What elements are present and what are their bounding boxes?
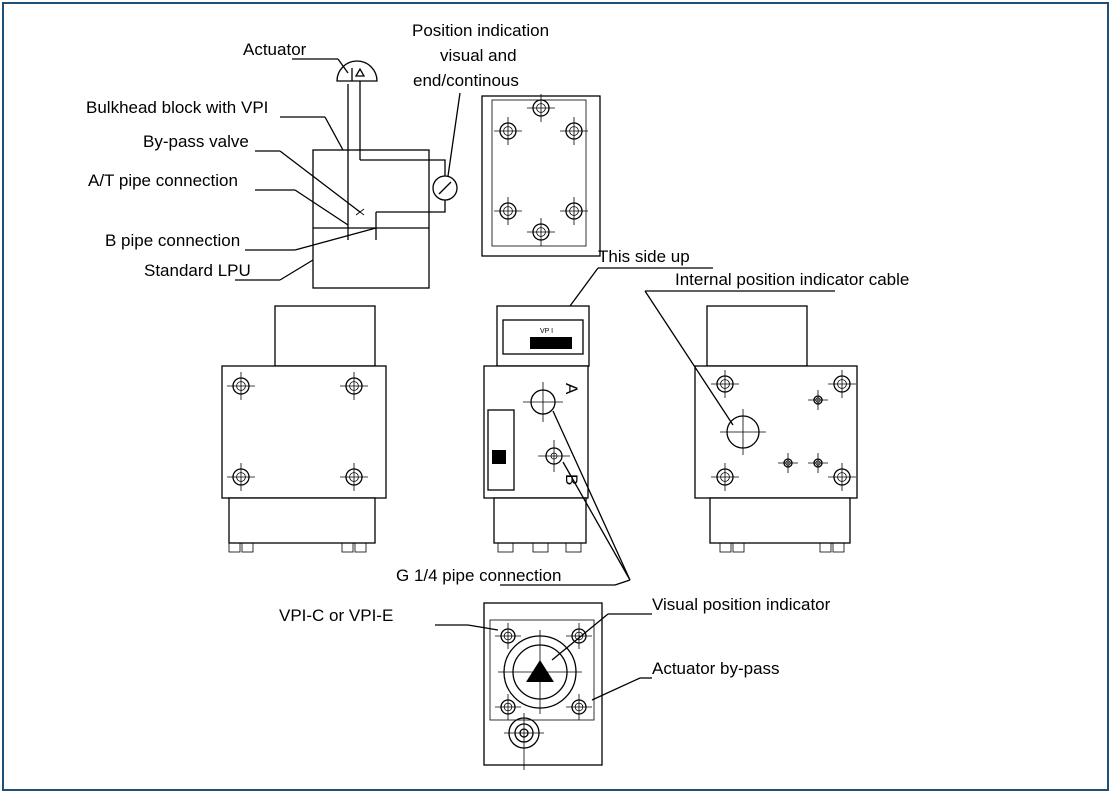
bolt-hole-icon [494, 117, 522, 145]
bolt-hole-icon [560, 197, 588, 225]
left-view [221, 305, 387, 553]
leader-lines [235, 58, 835, 701]
bolt-hole-icon [808, 390, 828, 410]
label-position-indication-2: visual and [440, 46, 517, 65]
bolt-hole-icon [527, 94, 555, 122]
label-vpi-c-e: VPI-C or VPI-E [279, 606, 393, 625]
bolt-hole-icon [227, 372, 255, 400]
bolt-hole-icon [495, 623, 521, 649]
label-actuator: Actuator [243, 40, 307, 59]
bolt-hole-icon [340, 372, 368, 400]
actuator-dome-icon [336, 60, 378, 82]
label-g14-pipe: G 1/4 pipe connection [396, 566, 561, 585]
bottom-view [483, 602, 603, 770]
bolt-hole-icon [495, 694, 521, 720]
labels: Actuator Position indication visual and … [86, 21, 909, 678]
top-view [481, 94, 601, 257]
label-position-indication-3: end/continous [413, 71, 519, 90]
label-b-pipe: B pipe connection [105, 231, 240, 250]
label-actuator-bypass: Actuator by-pass [652, 659, 780, 678]
bolt-hole-icon [711, 370, 739, 398]
label-position-indication-1: Position indication [412, 21, 549, 40]
label-bulkhead-block: Bulkhead block with VPI [86, 98, 268, 117]
bolt-hole-icon [227, 463, 255, 491]
bolt-hole-icon [527, 218, 555, 246]
bolt-hole-icon [808, 453, 828, 473]
bolt-hole-icon [494, 197, 522, 225]
port-b-mark: B [562, 474, 581, 485]
label-internal-cable: Internal position indicator cable [675, 270, 909, 289]
bolt-hole-icon [778, 453, 798, 473]
schematic-block [312, 149, 430, 289]
bolt-hole-icon [560, 117, 588, 145]
label-bypass-valve: By-pass valve [143, 132, 249, 151]
bolt-hole-icon [828, 463, 856, 491]
label-visual-indicator: Visual position indicator [652, 595, 831, 614]
port-a-mark: A [562, 383, 581, 395]
label-this-side-up: This side up [598, 247, 690, 266]
nameplate-title: VP I [540, 328, 553, 335]
label-at-pipe: A/T pipe connection [88, 171, 238, 190]
bolt-hole-icon [340, 463, 368, 491]
front-view: VP I A B [483, 305, 590, 553]
bolt-hole-icon [566, 623, 592, 649]
bolt-hole-icon [828, 370, 856, 398]
bolt-hole-icon [711, 463, 739, 491]
label-standard-lpu: Standard LPU [144, 261, 251, 280]
right-view [694, 305, 858, 553]
bolt-hole-icon [566, 694, 592, 720]
schematic [312, 60, 458, 289]
